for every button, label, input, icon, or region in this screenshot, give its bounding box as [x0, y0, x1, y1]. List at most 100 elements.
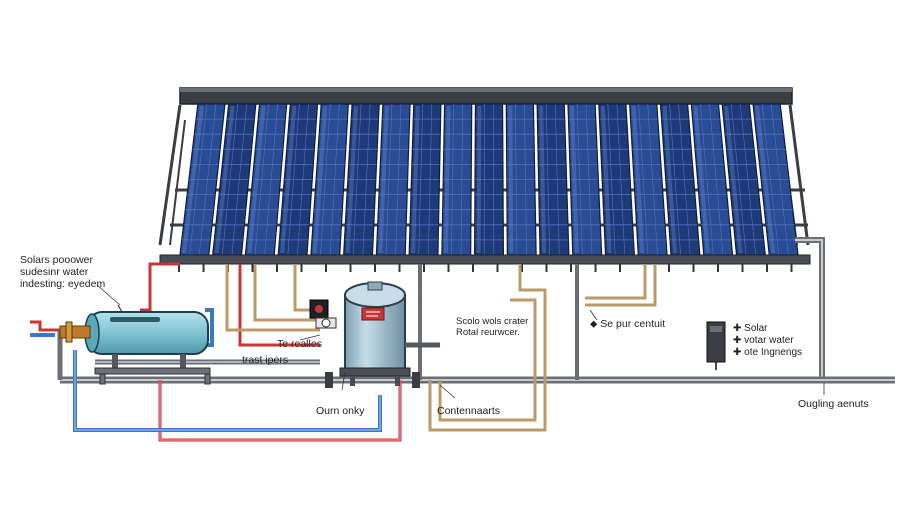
bullet-icon: ✚: [733, 335, 745, 346]
panel-cell-line: [231, 103, 248, 256]
panel-highlight: [508, 106, 514, 253]
solar-panel-array: [179, 103, 799, 256]
rail-hanger: [741, 264, 744, 272]
panel-highlight: [411, 106, 420, 253]
panel-cell-line: [451, 103, 454, 256]
panel-highlight: [755, 106, 776, 253]
panel-cell-line: [739, 103, 756, 256]
rail-hanger: [766, 264, 768, 272]
panel-cell-line: [709, 103, 724, 256]
system-title-line-1: Solars pooower: [20, 254, 93, 266]
panel-cell-line: [524, 103, 527, 256]
panel-cell-line: [189, 103, 208, 256]
panel-highlight: [600, 106, 612, 253]
panel-cell-line: [638, 103, 649, 256]
rail-hanger: [300, 264, 303, 272]
panel-cell-line: [545, 103, 550, 256]
panel-cell-line: [222, 103, 239, 256]
panel-cell-line: [362, 103, 371, 256]
legend-item-3-text: ote Ingnengs: [744, 347, 802, 358]
panel-cell-line: [329, 103, 340, 256]
panel-highlight: [724, 106, 743, 253]
panel-highlight: [247, 106, 266, 253]
panel-highlight: [312, 106, 328, 253]
floor-valves: [325, 372, 420, 388]
tank-note-label: Scolo wols crater Rotal reurwcer.: [456, 316, 528, 338]
legend-item-1-text: Solar: [744, 323, 768, 334]
panel-cell-line: [385, 103, 393, 256]
leader-lines: [96, 284, 825, 399]
panel-highlight: [214, 106, 235, 253]
rail-hanger: [668, 264, 670, 272]
rail-hanger: [521, 264, 523, 272]
panel-cell-line: [264, 103, 278, 256]
storage-tank-icon: [339, 281, 440, 386]
panel-cell-line: [770, 103, 789, 256]
legend-item-2-text: votar water: [744, 335, 794, 346]
legend-item-2: ✚ votar water: [733, 335, 802, 347]
panel-highlight: [631, 106, 645, 253]
panel-cell-line: [761, 103, 780, 256]
rail-hanger: [251, 264, 254, 272]
panel-cell-line: [320, 103, 331, 256]
panel-highlight: [476, 106, 482, 253]
panel-cell-line: [700, 103, 714, 256]
water-heater-icon: [59, 304, 209, 368]
rail-hanger: [325, 264, 327, 272]
arrow-icon: ⬥: [590, 318, 601, 330]
heater-stand: [94, 367, 211, 385]
rail-hanger: [423, 264, 425, 272]
panel-cell-line: [515, 103, 518, 256]
collector-rail: [159, 254, 811, 265]
panel-cell-line: [576, 103, 583, 256]
panel-highlight: [345, 106, 359, 253]
rail-hanger: [717, 264, 719, 272]
rail-hangers: [178, 264, 793, 272]
ourn-onky-label: Ourn onky: [316, 405, 365, 417]
tank-note-line-1: Scolo wols crater: [456, 316, 529, 327]
bullet-icon: ✚: [733, 323, 745, 334]
panel-cell-line: [730, 103, 747, 256]
bullet-icon: ✚: [733, 347, 745, 358]
panel-highlight: [662, 106, 678, 253]
pump-icon: [309, 299, 337, 329]
rail-hanger: [398, 264, 401, 272]
trast-ipers-label: trast ipers: [242, 354, 289, 366]
rail-hanger: [619, 264, 621, 272]
rail-hanger: [692, 264, 695, 272]
ougling-aenuts-label: Ougling aenuts: [798, 398, 869, 410]
panel-cell-line: [418, 103, 424, 256]
panel-cell-line: [678, 103, 691, 256]
rail-hanger: [349, 264, 352, 272]
system-title-label: Solars pooower sudesinr water indesting:…: [20, 254, 105, 290]
panel-highlight: [569, 106, 579, 253]
panel-cell-line: [254, 103, 269, 256]
panel-highlight: [280, 106, 297, 253]
panel-cell-line: [198, 103, 217, 256]
panel-cell-line: [585, 103, 593, 256]
panel-cell-line: [297, 103, 309, 256]
rail-hanger: [178, 264, 180, 272]
panel-cell-line: [352, 103, 362, 256]
tank-note-line-2: Rotal reurwcer.: [456, 327, 520, 338]
panel-highlight: [693, 106, 710, 253]
rail-hanger: [570, 264, 572, 272]
rail-hanger: [790, 264, 793, 272]
rail-hanger: [594, 264, 597, 272]
gray-riser-pipes: [418, 264, 579, 380]
controller-box-icon: [706, 321, 726, 370]
se-pur-centuit-text: Se pur centuit: [600, 318, 666, 330]
system-title-line-2: sudesinr water: [20, 266, 89, 278]
panel-cell-line: [287, 103, 300, 256]
panel-highlight: [443, 106, 451, 253]
rail-hanger: [545, 264, 548, 272]
legend-item-3: ✚ ote Ingnengs: [733, 347, 802, 359]
te-reales-label: Te realles: [277, 338, 322, 350]
panel-highlight: [181, 106, 204, 253]
panel-highlight: [539, 106, 547, 253]
panel-cell-line: [554, 103, 560, 256]
panel-cell-line: [607, 103, 616, 256]
panel-cell-line: [647, 103, 658, 256]
